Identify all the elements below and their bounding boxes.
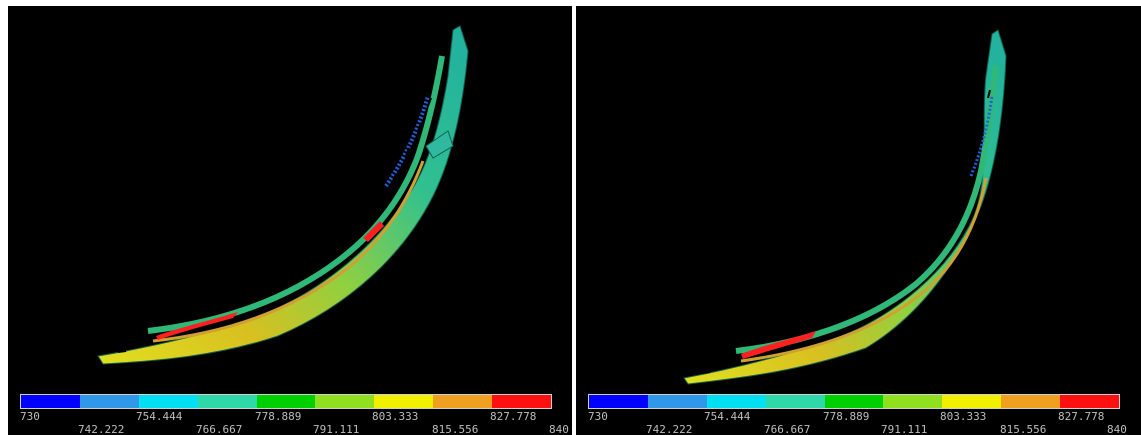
legend-tick: 803.333 [940, 410, 987, 423]
legend-tick: 791.111 [881, 423, 928, 435]
legend-tick: 778.889 [255, 410, 302, 423]
blade-contour-right [683, 29, 1007, 385]
legend-tick: 827.778 [490, 410, 537, 423]
color-legend-bar [20, 394, 552, 409]
legend-swatch [589, 395, 648, 408]
legend-tick: 840 [1107, 423, 1127, 435]
legend-swatch [21, 395, 80, 408]
legend-swatch [942, 395, 1002, 408]
legend-tick: 730 [20, 410, 40, 423]
legend-tick: 815.556 [432, 423, 479, 435]
legend-swatch [315, 395, 375, 408]
legend-swatch [492, 395, 552, 408]
legend-tick: 730 [588, 410, 608, 423]
legend-swatch [374, 395, 434, 408]
legend-swatch [197, 395, 257, 408]
legend-tick: 803.333 [372, 410, 419, 423]
legend-tick: 742.222 [646, 423, 693, 435]
legend-swatch [706, 395, 766, 408]
legend-tick: 827.778 [1058, 410, 1105, 423]
contour-plot-left: 730 742.222 754.444 766.667 778.889 791.… [8, 6, 572, 435]
contour-plot-right: 730 742.222 754.444 766.667 778.889 791.… [576, 6, 1141, 435]
legend-swatch [765, 395, 825, 408]
legend-tick: 742.222 [78, 423, 125, 435]
legend-tick: 754.444 [704, 410, 751, 423]
legend-swatch [647, 395, 707, 408]
legend-swatch [79, 395, 139, 408]
legend-swatch [1001, 395, 1061, 408]
legend-tick: 791.111 [313, 423, 360, 435]
color-legend-bar [588, 394, 1120, 409]
legend-tick: 840 [549, 423, 569, 435]
legend-swatch [256, 395, 316, 408]
legend-tick: 815.556 [1000, 423, 1047, 435]
legend-tick: 778.889 [823, 410, 870, 423]
legend-swatch [1060, 395, 1120, 408]
legend-swatch [138, 395, 198, 408]
legend-tick: 766.667 [764, 423, 811, 435]
legend-tick: 754.444 [136, 410, 183, 423]
legend-swatch [433, 395, 493, 408]
legend-swatch [824, 395, 884, 408]
blade-contour-left [97, 25, 469, 365]
legend-swatch [883, 395, 943, 408]
legend-tick: 766.667 [196, 423, 243, 435]
